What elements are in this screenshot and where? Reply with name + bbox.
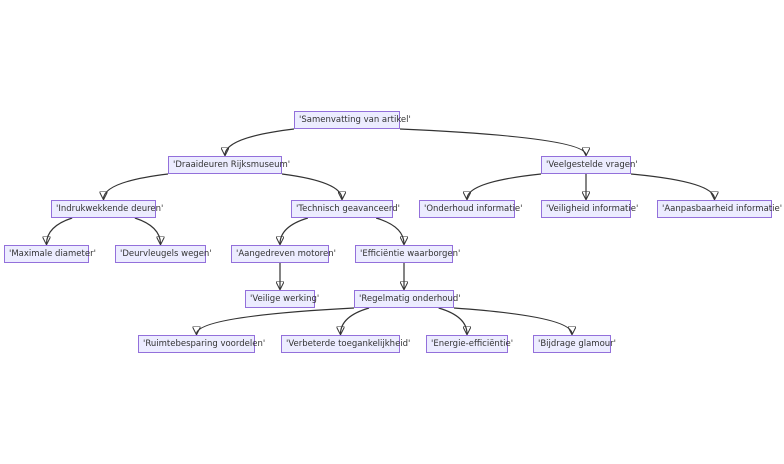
edge-veelgestelde-to-aanpasbaarheid_info bbox=[630, 173, 715, 199]
node-verbeterde-toegankelijkheid: 'Verbeterde toegankelijkheid' bbox=[281, 335, 410, 353]
node-aangedreven-motoren: 'Aangedreven motoren' bbox=[231, 245, 336, 263]
node-veiligheid-informatie: 'Veiligheid informatie' bbox=[541, 200, 638, 218]
node-indrukwekkende-deuren: 'Indrukwekkende deuren' bbox=[51, 200, 163, 218]
node-aanpasbaarheid-informatie: 'Aanpasbaarheid informatie' bbox=[657, 200, 782, 218]
edge-root-to-draaideuren bbox=[225, 128, 295, 155]
edge-technisch-to-efficientie bbox=[375, 217, 404, 244]
node-efficientie-waarborgen: 'Efficiëntie waarborgen' bbox=[355, 245, 460, 263]
node-energie-efficientie: 'Energie-efficiëntie' bbox=[426, 335, 513, 353]
edge-regelmatig-to-bijdrage bbox=[453, 307, 572, 334]
edge-draaideuren-to-indrukwekkende bbox=[104, 173, 169, 199]
node-bijdrage-glamour: 'Bijdrage glamour' bbox=[533, 335, 616, 353]
node-draaideuren-rijksmuseum: 'Draaideuren Rijksmuseum' bbox=[168, 156, 290, 174]
node-ruimtebesparing-voordelen: 'Ruimtebesparing voordelen' bbox=[138, 335, 265, 353]
edge-regelmatig-to-ruimtebesparing bbox=[197, 307, 355, 334]
edge-regelmatig-to-verbeterde bbox=[341, 307, 370, 334]
node-technisch-geavanceerd: 'Technisch geavanceerd' bbox=[291, 200, 400, 218]
node-deurvleugels-wegen: 'Deurvleugels wegen' bbox=[115, 245, 212, 263]
edge-regelmatig-to-energie bbox=[438, 307, 467, 334]
edge-indrukwekkende-to-deurvleugels bbox=[134, 217, 161, 244]
edge-draaideuren-to-technisch bbox=[281, 173, 342, 199]
node-onderhoud-informatie: 'Onderhoud informatie' bbox=[419, 200, 523, 218]
node-maximale-diameter: 'Maximale diameter' bbox=[4, 245, 96, 263]
edge-root-to-veelgestelde bbox=[399, 128, 586, 155]
edge-indrukwekkende-to-maximale bbox=[47, 217, 73, 244]
edge-technisch-to-aangedreven bbox=[280, 217, 309, 244]
node-samenvatting-van-artikel: 'Samenvatting van artikel' bbox=[294, 111, 411, 129]
edge-veelgestelde-to-onderhoud_info bbox=[467, 173, 542, 199]
node-regelmatig-onderhoud: 'Regelmatig onderhoud' bbox=[354, 290, 461, 308]
node-veelgestelde-vragen: 'Veelgestelde vragen' bbox=[541, 156, 638, 174]
node-veilige-werking: 'Veilige werking' bbox=[245, 290, 319, 308]
